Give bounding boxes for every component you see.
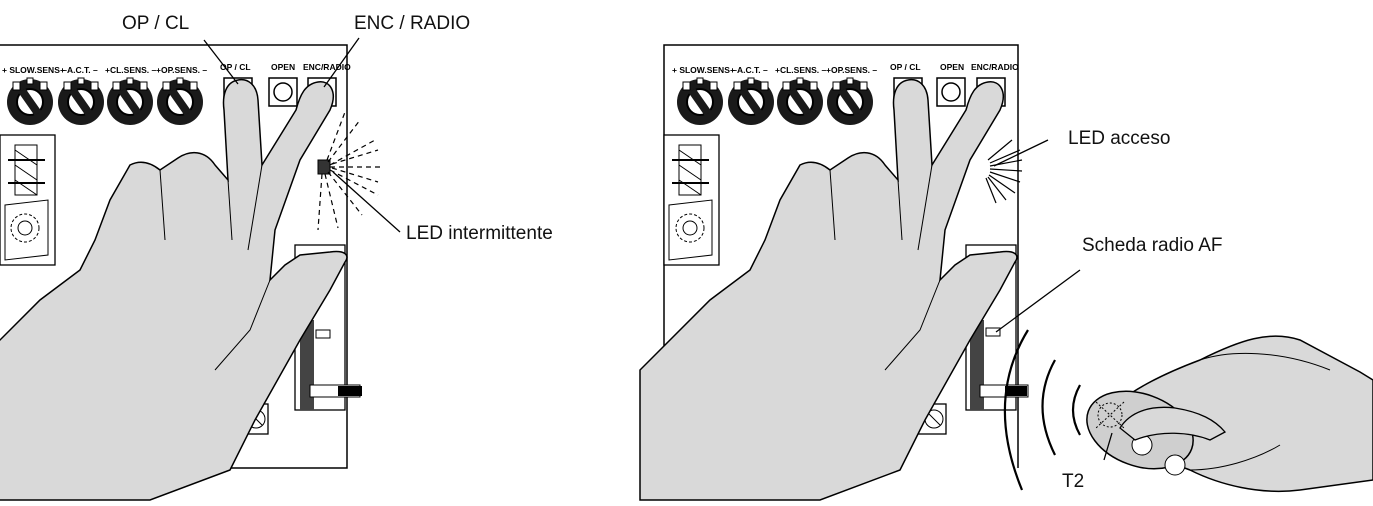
left-label-enc-radio: ENC/RADIO	[303, 62, 351, 72]
right-panel: + SLOW.SENS – + A.C.T. – +CL.SENS. – +OP…	[640, 45, 1373, 500]
right-trimmer-op-sens	[827, 78, 873, 125]
left-label-act: + A.C.T. –	[60, 65, 98, 75]
right-relay-block	[664, 135, 719, 265]
right-button-open	[937, 78, 965, 106]
right-label-act: + A.C.T. –	[730, 65, 768, 75]
right-trimmer-act	[728, 78, 774, 125]
left-trimmer-cl-sens	[107, 78, 153, 125]
left-button-open	[269, 78, 297, 106]
right-trimmer-slow-sens	[677, 78, 723, 125]
right-label-op-sens: +OP.SENS. –	[826, 65, 877, 75]
right-label-enc-radio: ENC/RADIO	[971, 62, 1019, 72]
left-trimmer-op-sens	[157, 78, 203, 125]
left-label-slow-sens: + SLOW.SENS –	[2, 65, 67, 75]
left-trimmer-slow-sens	[7, 78, 53, 125]
left-trimmer-act	[58, 78, 104, 125]
callout-scheda-radio: Scheda radio AF	[1082, 236, 1222, 255]
left-relay-block	[0, 135, 55, 265]
left-label-cl-sens: +CL.SENS. –	[105, 65, 157, 75]
right-trimmer-cl-sens	[777, 78, 823, 125]
right-label-slow-sens: + SLOW.SENS –	[672, 65, 737, 75]
radio-waves	[1005, 330, 1100, 490]
right-label-cl-sens: +CL.SENS. –	[775, 65, 827, 75]
callout-led-acceso: LED acceso	[1068, 129, 1170, 148]
right-label-op-cl: OP / CL	[890, 62, 921, 72]
left-label-open: OPEN	[271, 62, 295, 72]
remote-hand	[1076, 336, 1373, 491]
left-panel: + SLOW.SENS – + A.C.T. – +CL.SENS. – +OP…	[0, 38, 400, 500]
callout-op-cl: OP / CL	[122, 14, 189, 33]
left-label-op-sens: +OP.SENS. –	[156, 65, 207, 75]
right-label-open: OPEN	[940, 62, 964, 72]
callout-led-intermittente: LED intermittente	[406, 224, 553, 243]
callout-t2: T2	[1062, 472, 1084, 491]
callout-enc-radio: ENC / RADIO	[354, 14, 470, 33]
